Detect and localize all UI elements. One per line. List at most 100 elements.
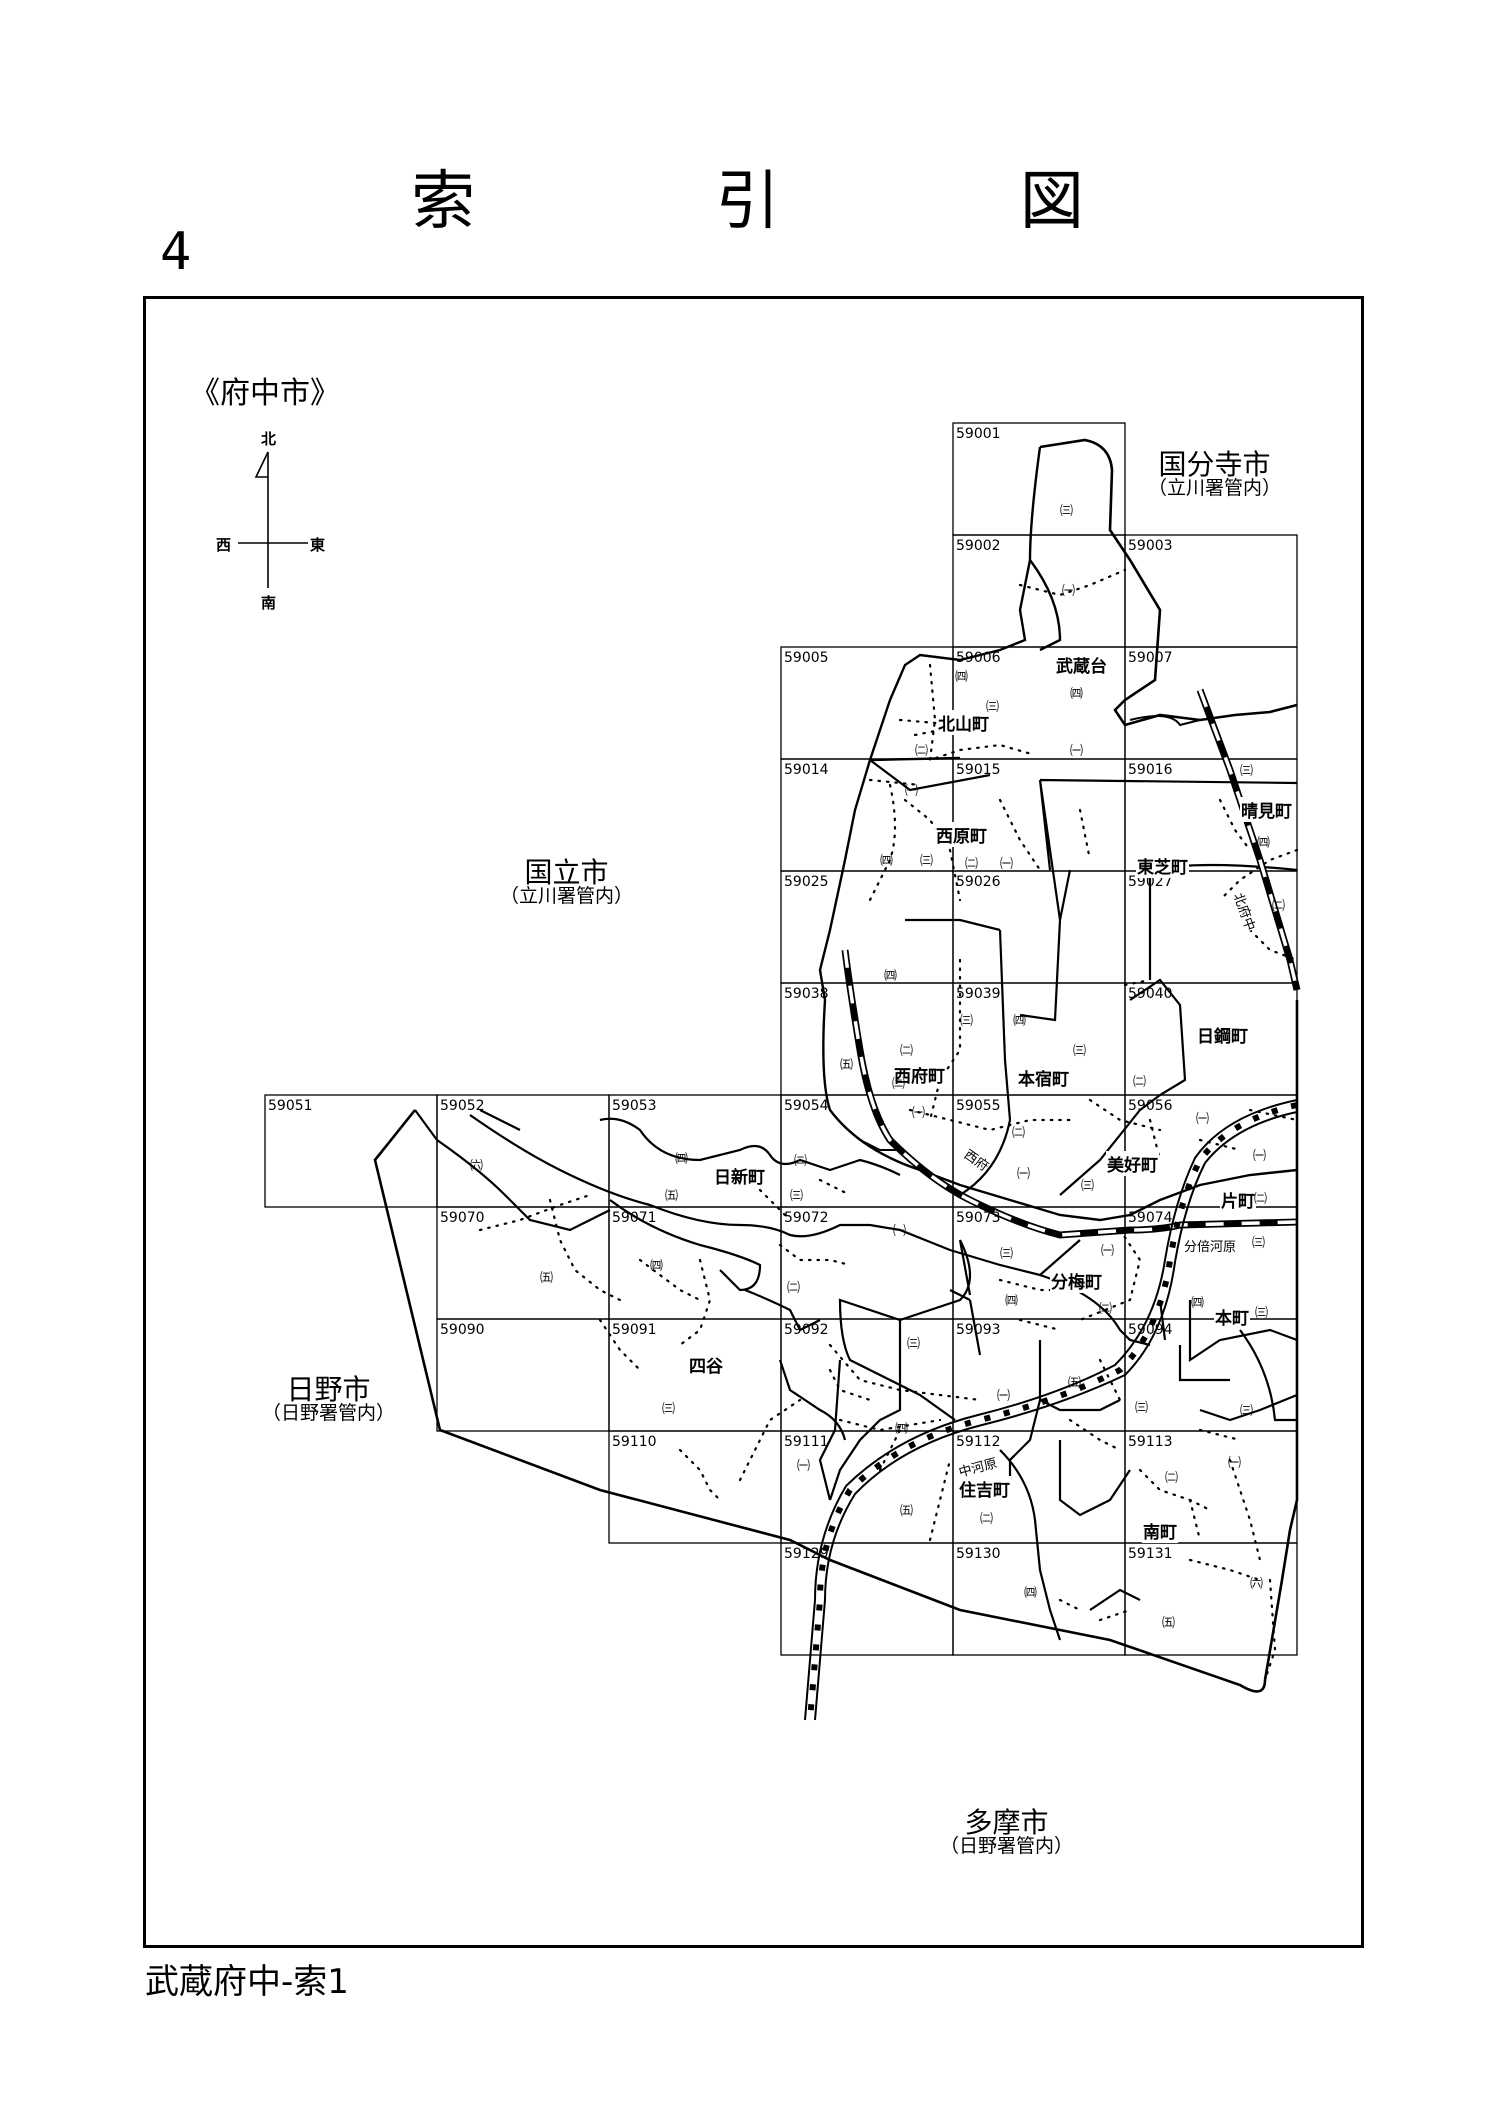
- chome-mark: ㈢: [1081, 1179, 1095, 1194]
- chome-mark: ㈠: [997, 1389, 1011, 1404]
- chome-mark: ㈥: [470, 1159, 484, 1174]
- grid-cell-59039: 59039: [956, 986, 1001, 1002]
- grid-cell-59014: 59014: [784, 762, 829, 778]
- grid-cell-59130: 59130: [956, 1546, 1001, 1562]
- chome-mark: ㈠: [1000, 857, 1014, 872]
- chome-mark: ㈣: [884, 969, 898, 984]
- chome-mark: ㈢: [1252, 1236, 1266, 1251]
- chome-mark: ㈣: [1191, 1296, 1205, 1311]
- chome-mark: ㈢: [1255, 1306, 1269, 1321]
- chome-mark: ㈣: [955, 670, 969, 685]
- chome-mark: ㈢: [790, 1189, 804, 1204]
- chome-mark: ㈠: [893, 1224, 907, 1239]
- grid: [264, 422, 1298, 1656]
- chome-mark: ㈠: [905, 784, 919, 799]
- town-hongocho: 本宿町: [1017, 1065, 1070, 1090]
- grid-cell-59001: 59001: [956, 426, 1001, 442]
- chome-mark: ㈡: [1254, 1192, 1268, 1207]
- chome-mark: ㈢: [1073, 1044, 1087, 1059]
- town-nikkocho: 日鋼町: [1196, 1022, 1249, 1047]
- chome-mark: ㈠: [1101, 1244, 1115, 1259]
- grid-cell-59025: 59025: [784, 874, 829, 890]
- compass-west-label: 西: [216, 536, 232, 554]
- page-number: 4: [160, 222, 192, 282]
- map-frame: [143, 296, 1364, 1948]
- chome-mark: ㈢: [960, 1014, 974, 1029]
- chome-mark: ㈣: [650, 1259, 664, 1274]
- grid-cell-59002: 59002: [956, 538, 1001, 554]
- grid-cell-59111: 59111: [784, 1434, 829, 1450]
- chome-mark: ㈠: [1017, 1167, 1031, 1182]
- grid-cell-59112: 59112: [956, 1434, 1001, 1450]
- chome-mark: ㈠: [1196, 1112, 1210, 1127]
- grid-cell-59027: 59027: [1128, 874, 1173, 890]
- town-nishiharacho: 西原町: [935, 822, 988, 847]
- town-bubaicho: 分梅町: [1050, 1268, 1103, 1293]
- grid-cell-59053: 59053: [612, 1098, 657, 1114]
- grid-cell-59072: 59072: [784, 1210, 829, 1226]
- town-musashidai: 武蔵台: [1055, 652, 1108, 677]
- chome-mark: ㈡: [794, 1154, 808, 1169]
- municipality-hino: 日野市（日野署管内）: [262, 1373, 396, 1425]
- municipality-tama: 多摩市（日野署管内）: [940, 1806, 1074, 1858]
- chome-mark: ㈤: [665, 1189, 679, 1204]
- chome-mark: ㈡: [1012, 1126, 1026, 1141]
- chome-mark: ㈠: [912, 1106, 926, 1121]
- chome-mark: ㈢: [1240, 1404, 1254, 1419]
- grid-cell-59090: 59090: [440, 1322, 485, 1338]
- grid-cell-59051: 59051: [268, 1098, 313, 1114]
- chome-mark: ㈡: [965, 857, 979, 872]
- railway-line-nambu: [1196, 688, 1301, 991]
- grid-cell-59054: 59054: [784, 1098, 829, 1114]
- grid-cell-59003: 59003: [1128, 538, 1173, 554]
- city-boundary: [373, 438, 1299, 1693]
- chome-mark: ㈡: [915, 744, 929, 759]
- compass-north-label: 北: [261, 430, 277, 448]
- grid-cell-59129: 59129: [784, 1546, 829, 1562]
- chome-mark: ㈢: [986, 700, 1000, 715]
- grid-cell-59073: 59073: [956, 1210, 1001, 1226]
- grid-cell-59071: 59071: [612, 1210, 657, 1226]
- station-bubaigawara: 分倍河原: [1184, 1236, 1237, 1255]
- chome-mark: ㈡: [900, 1044, 914, 1059]
- page-title: 索 引 図: [411, 165, 1194, 239]
- chome-mark: ㈢: [1240, 764, 1254, 779]
- grid-cell-59092: 59092: [784, 1322, 829, 1338]
- city-name: 《府中市》: [190, 376, 340, 411]
- chome-mark: ㈡: [980, 1512, 994, 1527]
- town-nishifucho: 西府町: [893, 1062, 946, 1087]
- compass-rose: [238, 451, 308, 588]
- grid-cell-59113: 59113: [1128, 1434, 1173, 1450]
- chome-mark: ㈤: [900, 1504, 914, 1519]
- chome-mark: ㈣: [1070, 687, 1084, 702]
- chome-mark: ㈢: [1060, 504, 1074, 519]
- chome-mark: ㈠: [797, 1459, 811, 1474]
- chome-mark: ㈢: [920, 854, 934, 869]
- town-yotsuya: 四谷: [688, 1352, 724, 1377]
- municipality-kunitachi: 国立市（立川署管内）: [500, 856, 634, 908]
- chome-mark: ㈠: [1253, 1149, 1267, 1164]
- chome-mark: ㈤: [1068, 1376, 1082, 1391]
- town-harumicho: 晴見町: [1240, 797, 1293, 822]
- chome-mark: ㈡: [1133, 1075, 1147, 1090]
- town-minamicho: 南町: [1142, 1518, 1178, 1543]
- chome-mark: ㈠: [1070, 744, 1084, 759]
- chome-mark: ㈢: [662, 1402, 676, 1417]
- grid-cell-59007: 59007: [1128, 650, 1173, 666]
- compass-south-label: 南: [261, 594, 277, 612]
- chome-mark: ㈤: [1162, 1616, 1176, 1631]
- grid-cell-59070: 59070: [440, 1210, 485, 1226]
- chome-mark: ㈥: [1250, 1577, 1264, 1592]
- chome-mark: ㈢: [907, 1337, 921, 1352]
- grid-cell-59052: 59052: [440, 1098, 485, 1114]
- chome-mark: ㈣: [1005, 1294, 1019, 1309]
- municipality-kokubunji: 国分寺市（立川署管内）: [1148, 448, 1282, 500]
- chome-mark: ㈣: [675, 1152, 689, 1167]
- grid-cell-59038: 59038: [784, 986, 829, 1002]
- chome-mark: ㈠: [1062, 584, 1076, 599]
- town-sumiyoshicho: 住吉町: [958, 1476, 1011, 1501]
- chome-mark: ㈣: [880, 854, 894, 869]
- chome-mark: ㈢: [1000, 1247, 1014, 1262]
- town-toshibacho: 東芝町: [1136, 853, 1189, 878]
